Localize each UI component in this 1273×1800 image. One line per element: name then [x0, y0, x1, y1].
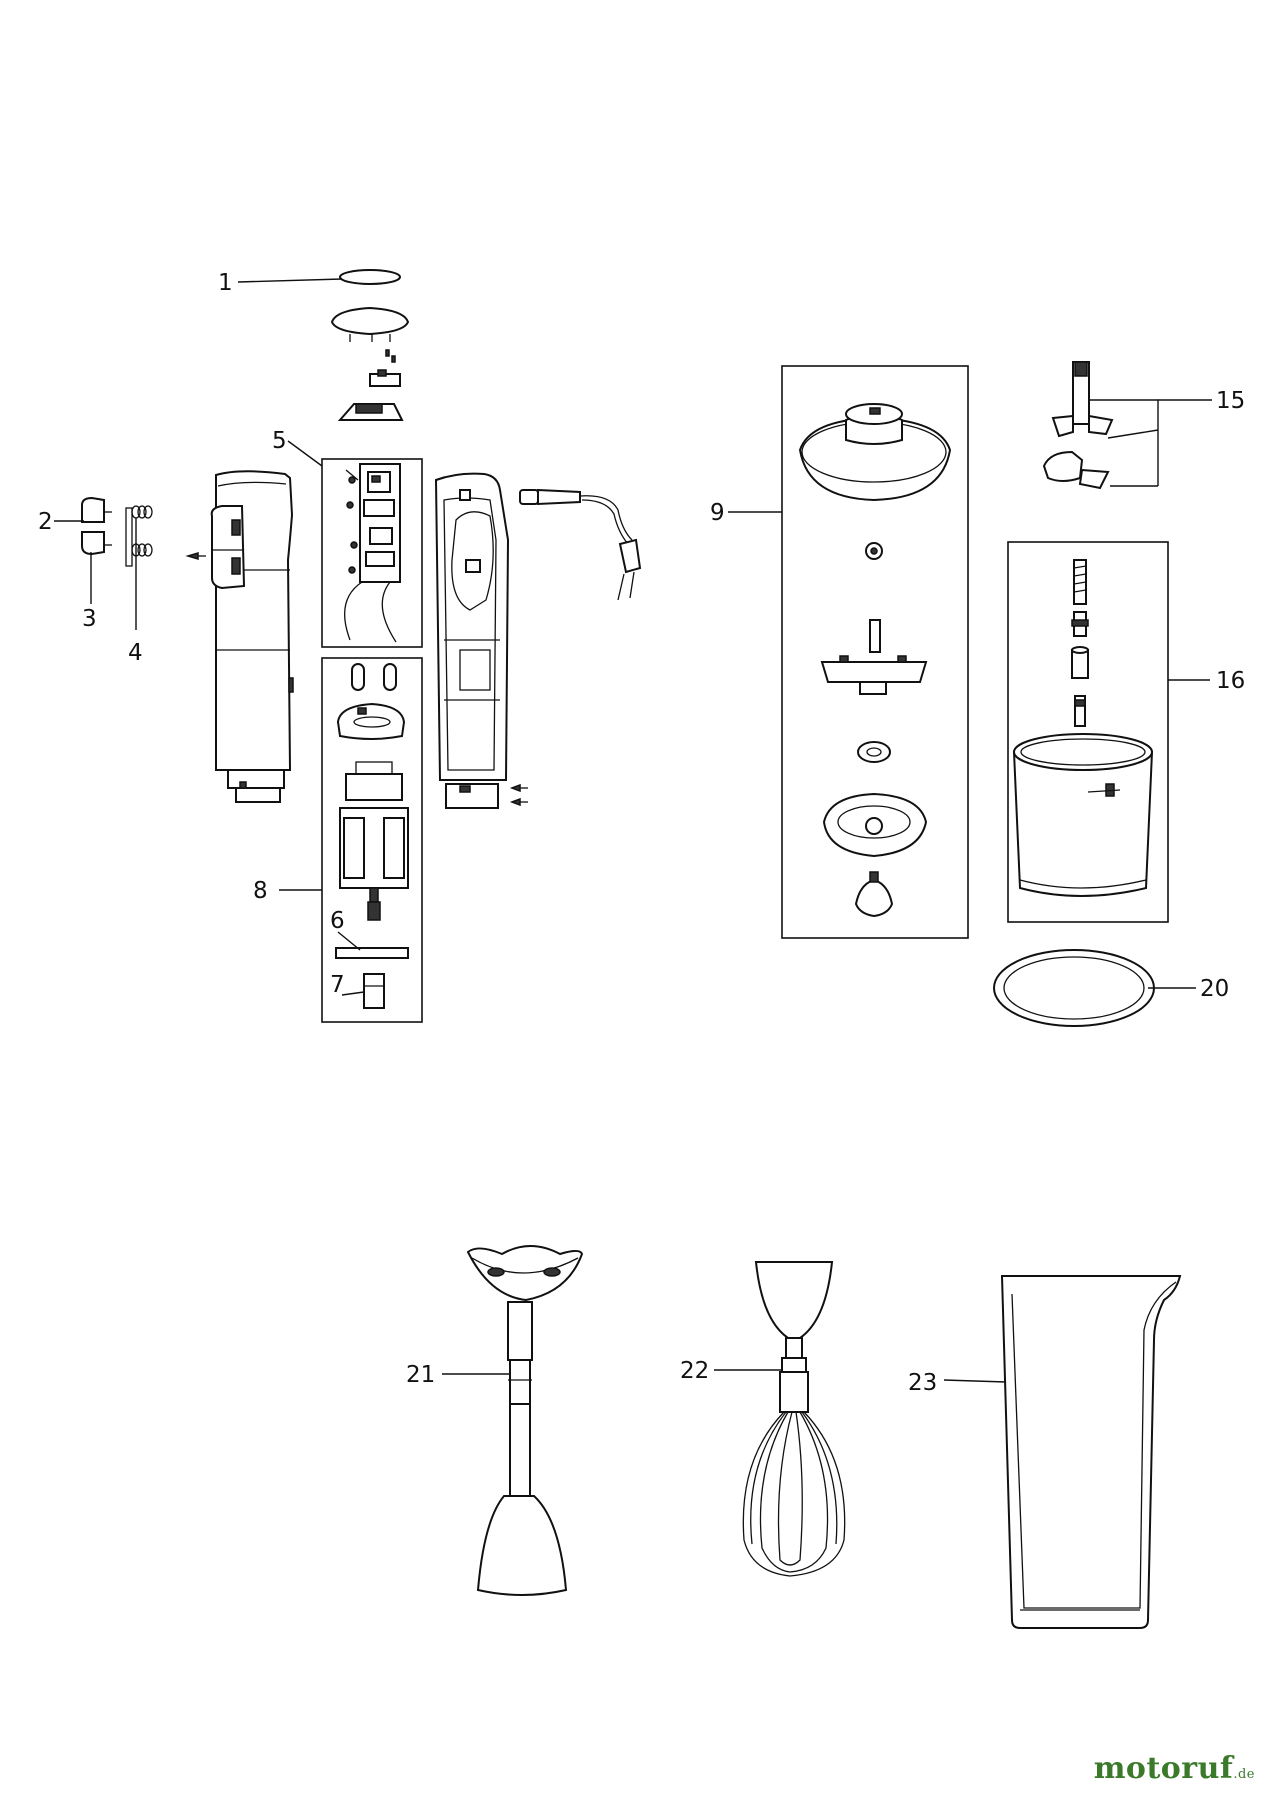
switch-buttons — [81, 496, 206, 567]
label-16: 16 — [1216, 668, 1245, 694]
label-20: 20 — [1200, 976, 1229, 1002]
rear-housing — [434, 472, 642, 809]
label-23: 23 — [908, 1370, 937, 1396]
label-6: 6 — [330, 908, 345, 934]
chopper-lid-group-box — [781, 365, 969, 939]
part-labels: 1 2 3 4 5 6 7 8 9 15 16 20 21 22 23 — [38, 270, 1245, 1396]
label-21: 21 — [406, 1362, 435, 1388]
label-8: 8 — [253, 878, 268, 904]
watermark-suffix: .de — [1233, 1767, 1255, 1782]
watermark-brand: motoruf — [1093, 1751, 1234, 1786]
bowl-group-box — [1007, 541, 1169, 923]
chopper-bowl-assembly — [1012, 559, 1154, 897]
label-5: 5 — [272, 428, 287, 454]
motor-assembly — [335, 663, 409, 1009]
label-22: 22 — [680, 1358, 709, 1384]
chopper-lid-assembly — [798, 403, 952, 918]
motor-group-box — [321, 657, 423, 1023]
label-3: 3 — [82, 606, 97, 632]
label-7: 7 — [330, 972, 345, 998]
blender-foot — [466, 1245, 584, 1596]
label-2: 2 — [38, 509, 53, 535]
label-15: 15 — [1216, 388, 1245, 414]
measuring-beaker — [1000, 1275, 1182, 1629]
brand-watermark: motoruf.de — [1094, 1751, 1255, 1786]
seal-ring — [993, 949, 1155, 1027]
top-cap-assembly — [330, 269, 410, 421]
label-1: 1 — [218, 270, 233, 296]
chopper-blade — [1042, 361, 1114, 490]
pcb-group-box — [321, 458, 423, 648]
leader-lines — [54, 278, 1212, 1383]
front-housing — [210, 470, 294, 803]
whisk — [742, 1261, 846, 1577]
pcb-assembly — [344, 463, 401, 643]
label-9: 9 — [710, 500, 725, 526]
label-4: 4 — [128, 640, 143, 666]
